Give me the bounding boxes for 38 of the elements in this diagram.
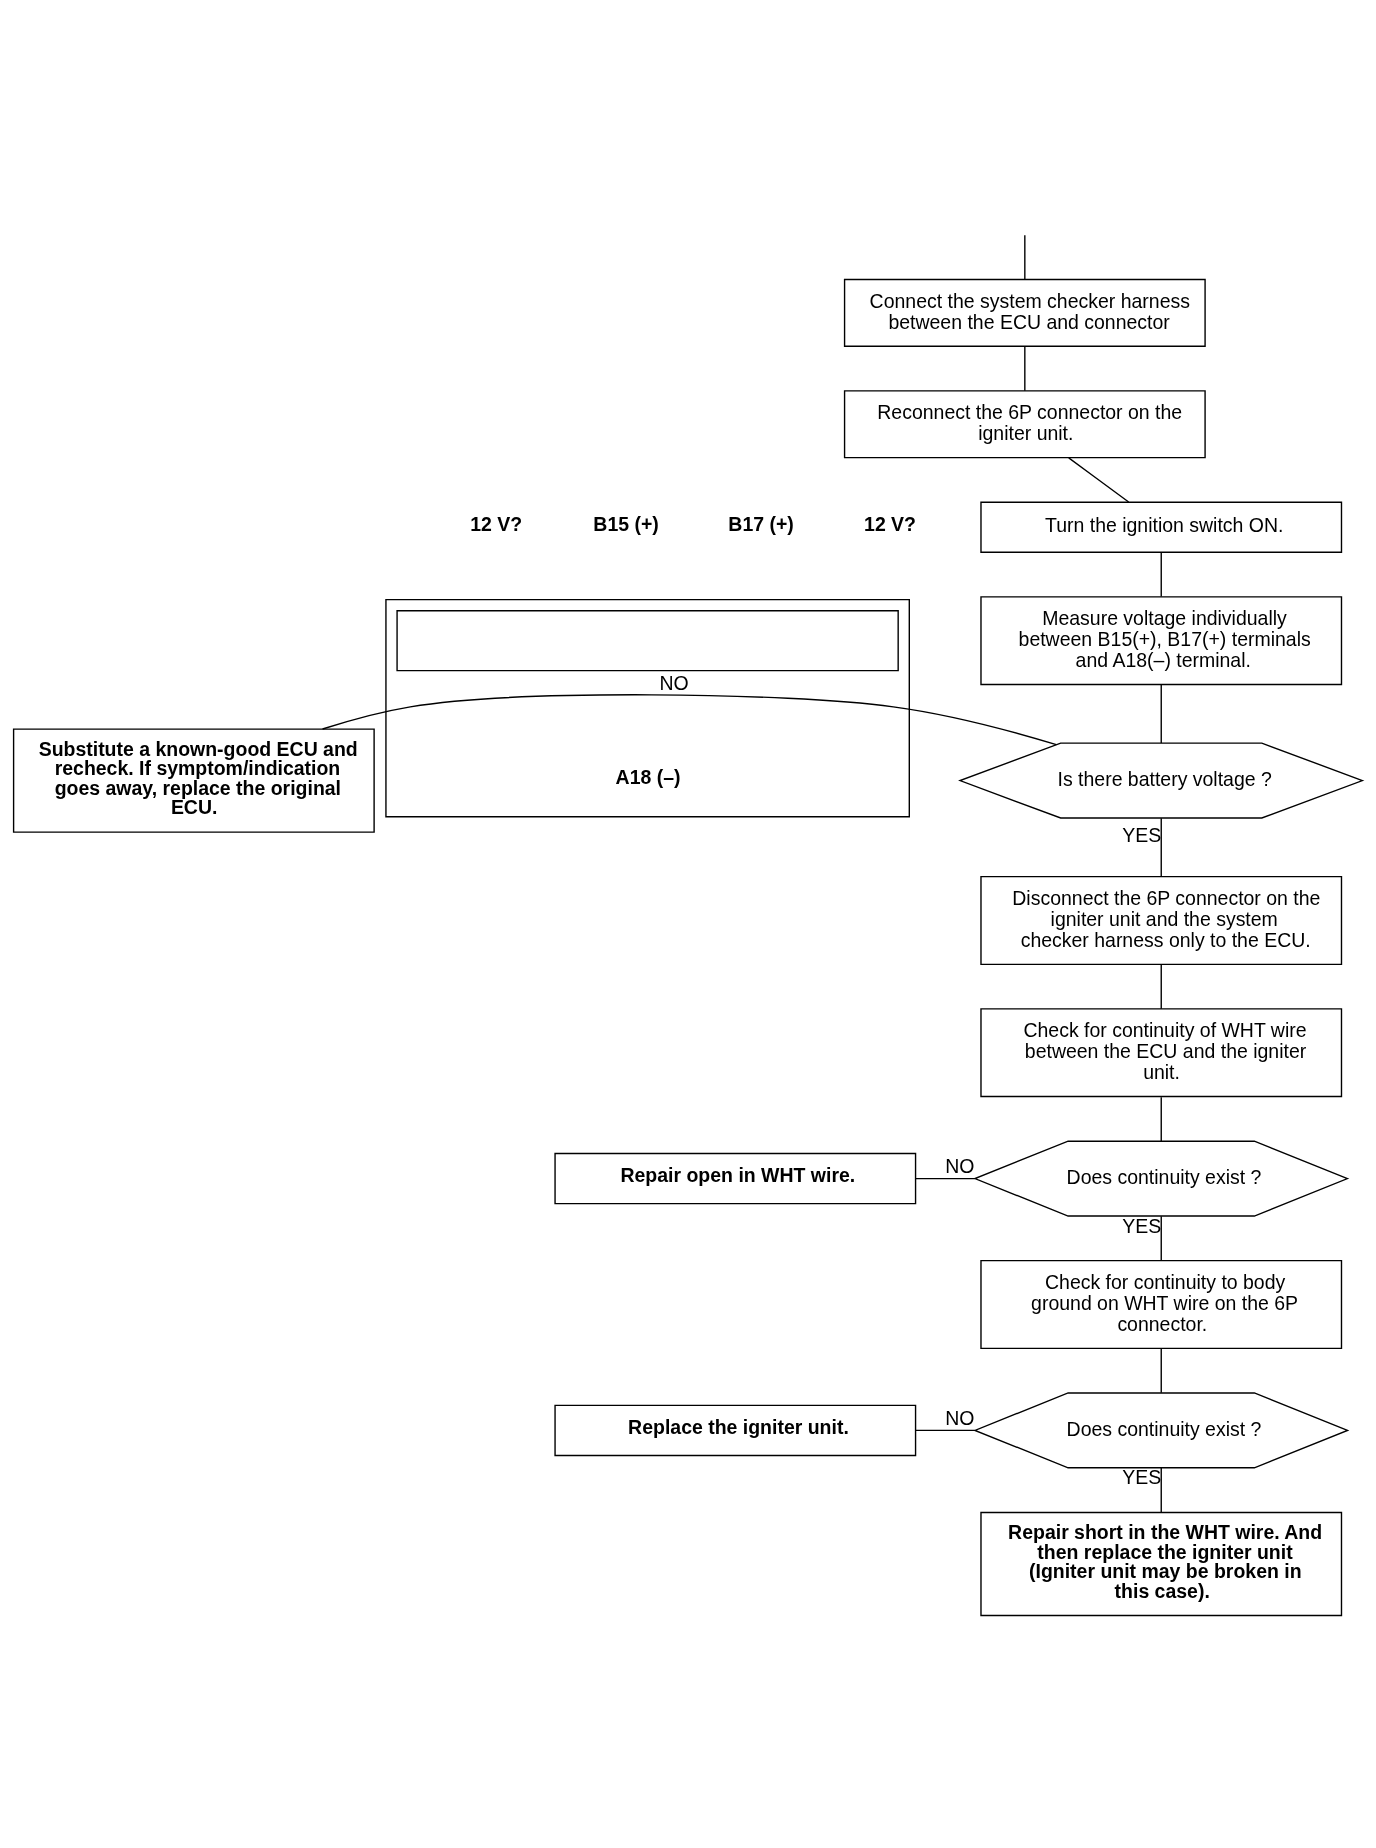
node-box: Check for continuity of WHT wire between the ECU and the igniter unit. [980,1007,1343,1097]
connector [1160,1095,1162,1142]
edge-label: YES [1122,823,1162,846]
connector [915,1429,976,1431]
connector [1160,1466,1162,1513]
connector [1160,683,1162,744]
connector [1024,234,1026,280]
connector [1068,456,1130,503]
connector [1160,1215,1162,1261]
node-box: Repair open in WHT wire. [554,1152,917,1204]
edge-label: NO [945,1154,975,1177]
connector [1160,963,1162,1009]
edge-label: YES [1122,1465,1162,1488]
node-box: Connect the system checker harness between the ECU and connector [843,278,1206,347]
connector [1160,1347,1162,1393]
connector [1160,817,1162,877]
edge-label: YES [1122,1214,1162,1237]
connector [915,1177,976,1179]
label: B17 (+) [728,512,794,535]
connector [1024,345,1026,391]
label: B15 (+) [593,512,659,535]
node-box: Replace the igniter unit. [554,1404,917,1456]
node-box: Substitute a known-good ECU and recheck. If symptom/indication goes away, replace the original ECU. [12,727,375,833]
connector [321,693,1058,745]
cluster [385,598,910,817]
label: 12 V? [470,512,523,535]
node-box: Disconnect the 6P connector on the igniter unit and the system checker harness only to the ECU. [980,875,1343,965]
node-box [396,609,899,671]
connector [1160,551,1162,597]
label: A18 (–) [615,765,681,788]
node-box: Reconnect the 6P connector on the igniter unit. [843,389,1206,458]
node-box: Measure voltage individually between B15(+), B17(+) terminals and A18(–) terminal. [980,595,1343,685]
node-box: Check for continuity to body ground on WHT wire on the 6P connector. [980,1259,1343,1349]
edge-label: NO [945,1406,975,1429]
node-box: Repair short in the WHT wire. And then replace the igniter unit (Igniter unit may be broken in this case). [980,1511,1343,1616]
node-box: Turn the ignition switch ON. [980,501,1343,553]
label: 12 V? [864,512,917,535]
edge-label: NO [659,671,689,694]
